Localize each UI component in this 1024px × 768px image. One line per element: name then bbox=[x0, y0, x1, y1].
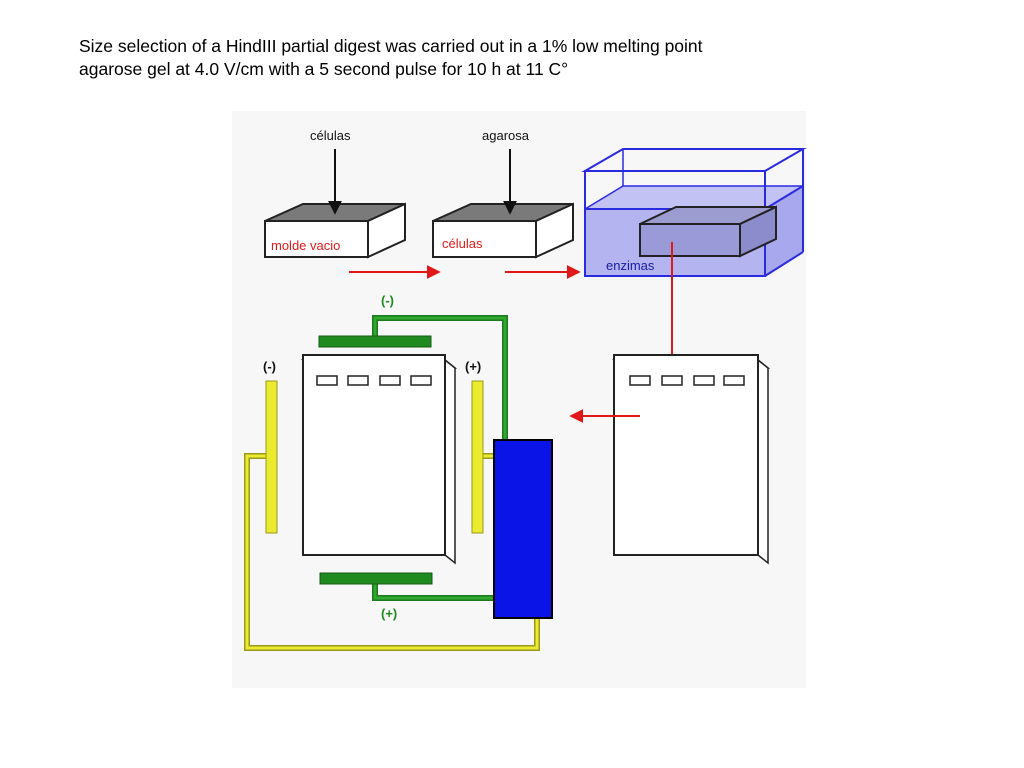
yellow-left-polarity: (-) bbox=[263, 359, 276, 374]
mold-cells-label: células bbox=[442, 236, 483, 251]
yellow-right-polarity: (+) bbox=[465, 359, 481, 374]
caption-line-2: agarose gel at 4.0 V/cm with a 5 second … bbox=[79, 59, 569, 79]
tank-enzymes-label: enzimas bbox=[606, 258, 655, 273]
gel-left bbox=[300, 354, 458, 565]
gel-left-wells bbox=[316, 375, 432, 386]
mold-empty-label: molde vacio bbox=[271, 238, 340, 253]
enzyme-tank: enzimas bbox=[581, 148, 807, 277]
power-supply bbox=[493, 439, 553, 619]
input-agarose-label: agarosa bbox=[482, 128, 530, 143]
green-electrode-bottom bbox=[319, 572, 433, 585]
green-electrode-top bbox=[318, 335, 432, 348]
caption: Size selection of a HindIII partial dige… bbox=[79, 35, 779, 81]
yellow-electrode-left bbox=[265, 380, 278, 534]
mold-empty: molde vacio bbox=[264, 202, 406, 259]
green-bottom-polarity: (+) bbox=[381, 606, 397, 621]
input-cells-label: células bbox=[310, 128, 351, 143]
caption-line-1: Size selection of a HindIII partial dige… bbox=[79, 36, 703, 56]
gel-right bbox=[611, 354, 771, 565]
gel-right-wells bbox=[629, 375, 745, 386]
green-top-polarity: (-) bbox=[381, 293, 394, 308]
mold-cells: células bbox=[432, 202, 574, 259]
yellow-electrode-right bbox=[471, 380, 484, 534]
